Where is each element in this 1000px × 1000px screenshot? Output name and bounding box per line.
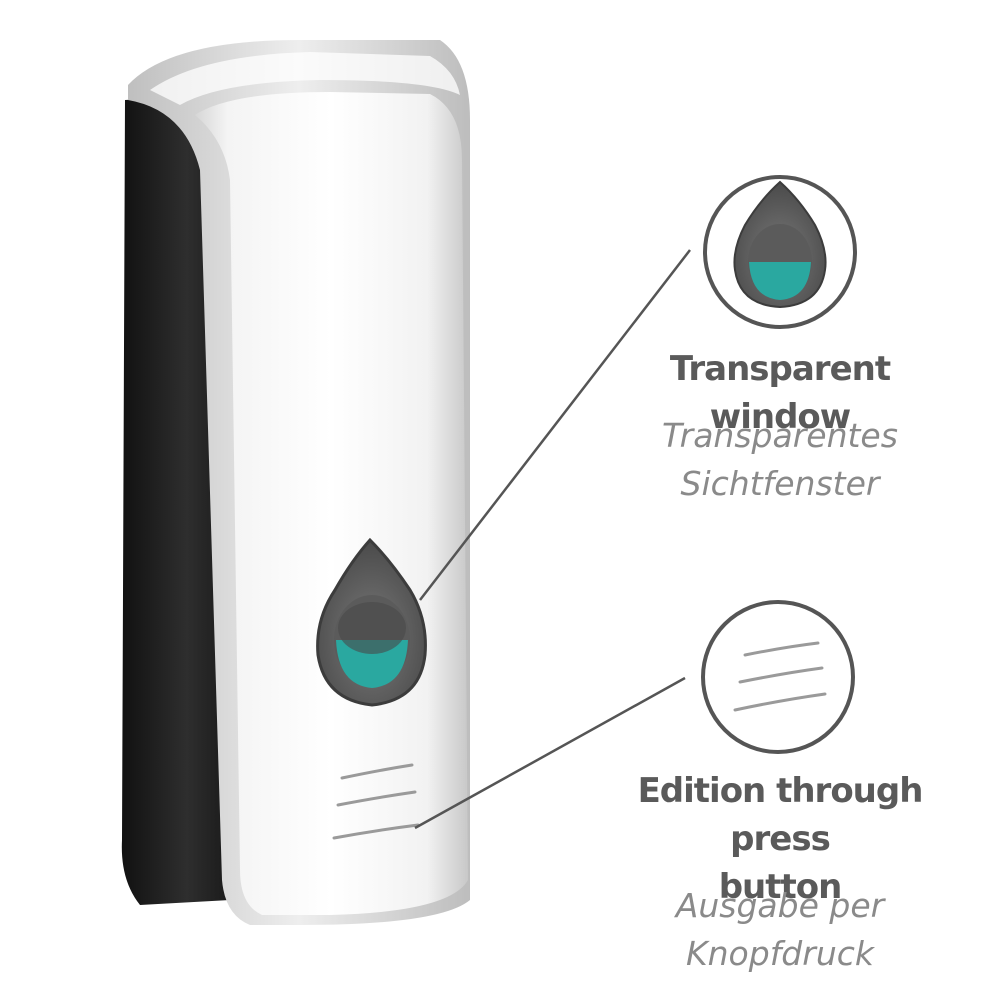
callout-line-window — [419, 249, 691, 601]
dispenser-front-chrome — [195, 92, 468, 915]
dispenser-press-button-grooves — [332, 763, 420, 840]
feature-button-subtitle-line2: Knopfdruck — [686, 934, 874, 973]
callout-circle-button — [701, 600, 855, 754]
feature-window-title: Transparent window — [669, 349, 891, 437]
feature-button-subtitle-line1: Ausgabe per — [675, 886, 885, 925]
feature-button-title-line1: Edition through press — [637, 771, 924, 859]
soap-dispenser — [121, 40, 470, 925]
callout-line-button — [414, 676, 686, 830]
feature-window-subtitle-line2: Sichtfenster — [680, 464, 880, 503]
feature-button-subtitle: Ausgabe per Knopfdruck — [610, 882, 950, 978]
dispenser-back-housing — [121, 96, 230, 905]
feature-button-title-line2: button — [718, 867, 843, 907]
feature-window-subtitle-line1: Transparentes — [662, 416, 898, 455]
dispenser-transparent-window — [316, 537, 427, 707]
callout-circle-window — [703, 175, 857, 329]
feature-button-title: Edition through press button — [585, 767, 975, 911]
feature-window-subtitle: Transparentes Sichtfenster — [620, 412, 940, 508]
dispenser-top-highlight — [150, 52, 460, 105]
